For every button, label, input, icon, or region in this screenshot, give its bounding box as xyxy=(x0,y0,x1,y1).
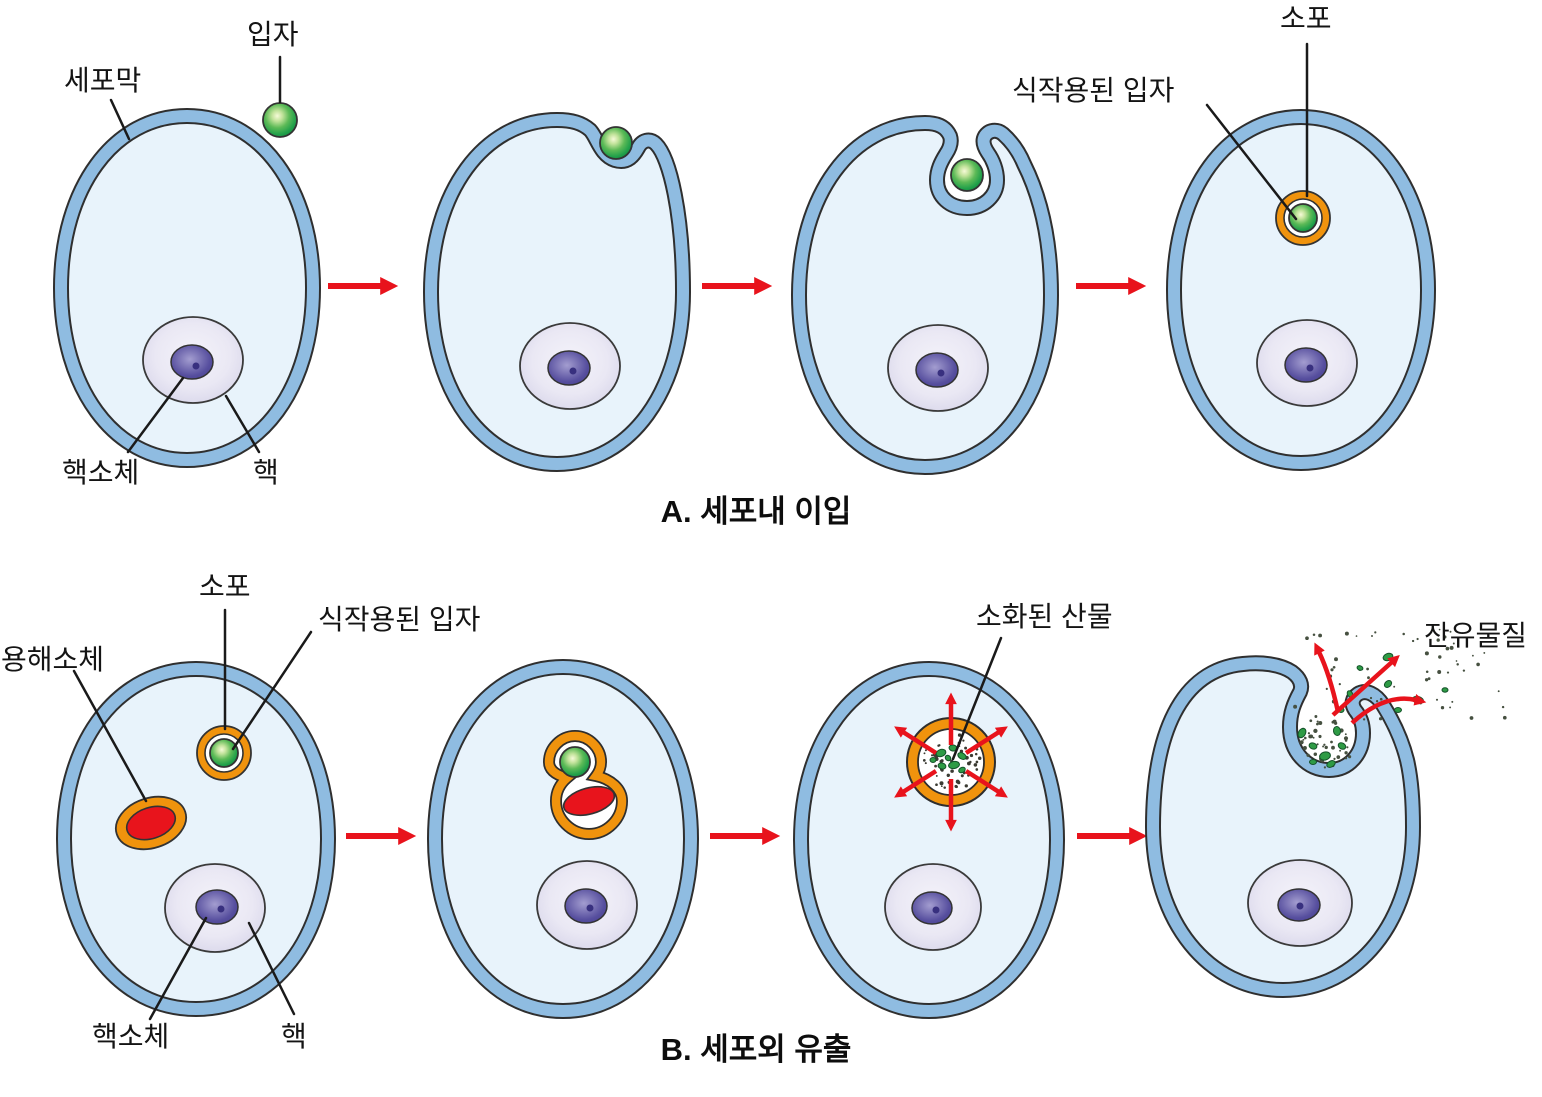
label-nucleus-b: 핵 xyxy=(281,1021,307,1052)
cell-b4 xyxy=(1144,655,1422,999)
nucleus-a2 xyxy=(519,322,621,410)
cell-b3 xyxy=(792,660,1066,1020)
cell-b2 xyxy=(426,658,700,1020)
nucleus-a1 xyxy=(142,316,244,404)
nucleus-b3 xyxy=(884,863,982,951)
lysosome-b1 xyxy=(115,795,187,851)
fused-vesicle-b2 xyxy=(542,729,629,841)
label-cell-membrane: 세포막 xyxy=(64,65,142,96)
cell-a2 xyxy=(422,111,692,473)
caption-endocytosis: A. 세포내 이입 xyxy=(660,494,852,529)
nucleus-a3 xyxy=(887,324,989,412)
cell-b1 xyxy=(55,660,337,1018)
nucleus-b4 xyxy=(1247,859,1353,947)
vesicle-b1 xyxy=(196,725,252,781)
digested-product-blobs-b3 xyxy=(929,744,967,774)
label-nucleolus-a: 핵소체 xyxy=(62,457,140,488)
pointer-lines-b xyxy=(72,608,1003,1021)
caption-exocytosis: B. 세포외 유출 xyxy=(660,1032,852,1067)
plume-speckles-b4 xyxy=(1293,628,1507,721)
vesicle-a4 xyxy=(1275,190,1331,246)
release-arrows-b4 xyxy=(1314,642,1427,725)
panel-a-endocytosis xyxy=(52,42,1437,476)
free-particle-a1 xyxy=(262,102,298,138)
cell-a4 xyxy=(1165,108,1437,472)
label-nucleolus-b: 핵소체 xyxy=(92,1021,170,1052)
label-phagocytosed-particle-a: 식작용된 입자 xyxy=(1012,75,1175,106)
particle-a2 xyxy=(599,126,633,160)
particle-a3 xyxy=(950,158,984,192)
nucleus-b1 xyxy=(164,863,266,953)
label-nucleus-a: 핵 xyxy=(253,457,279,488)
label-digested-products: 소화된 산물 xyxy=(976,601,1113,632)
label-residual-material: 잔유물질 xyxy=(1424,620,1528,651)
nucleus-a4 xyxy=(1256,319,1358,407)
cell-a3 xyxy=(790,114,1060,476)
cell-a1 xyxy=(52,107,322,469)
label-lysosome: 용해소체 xyxy=(1,644,105,675)
residual-spray-b4 xyxy=(1293,628,1507,769)
panel-b-exocytosis xyxy=(55,608,1507,1021)
digesting-vesicle-b3 xyxy=(906,717,996,807)
diffusion-arrows-b3 xyxy=(894,692,1008,832)
label-vesicle-b: 소포 xyxy=(199,571,251,602)
label-vesicle-a: 소포 xyxy=(1280,3,1332,34)
pointer-lines-a xyxy=(109,42,1309,454)
label-particle: 입자 xyxy=(247,19,299,50)
nucleus-b2 xyxy=(536,860,638,950)
label-phagocytosed-particle-b: 식작용된 입자 xyxy=(318,604,481,635)
